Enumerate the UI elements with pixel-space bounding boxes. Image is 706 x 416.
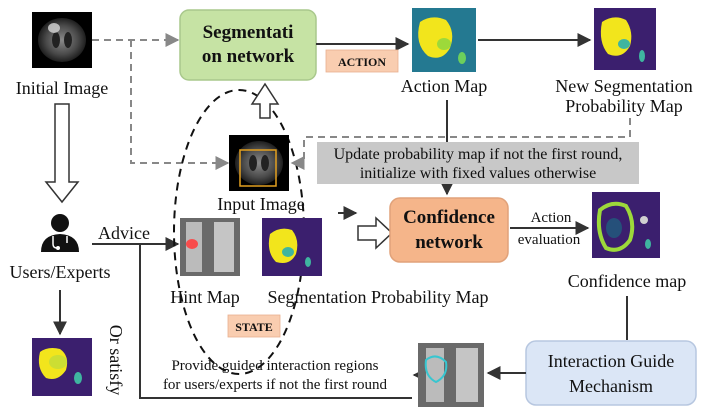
confidence-map bbox=[592, 192, 660, 258]
interaction-guide-line2: Mechanism bbox=[569, 376, 653, 396]
hint-map bbox=[180, 218, 240, 276]
interaction-guide-line1: Interaction Guide bbox=[548, 351, 674, 371]
new-seg-prob-line2: Probability Map bbox=[565, 96, 683, 116]
roi-box bbox=[239, 149, 277, 187]
segmentation-network-line1: Segmentati bbox=[203, 22, 294, 43]
action-tag-label: ACTION bbox=[338, 55, 386, 69]
hint-map-label: Hint Map bbox=[170, 287, 240, 307]
guided-note-line1: Provide guided interaction regions bbox=[171, 358, 378, 374]
confidence-network-line1: Confidence bbox=[403, 207, 495, 228]
confidence-network-node bbox=[389, 197, 509, 263]
update-feedback-arrow bbox=[290, 118, 631, 170]
guided-interaction-image bbox=[418, 343, 484, 407]
initial-to-input-arrow bbox=[130, 40, 230, 170]
users-experts-label: Users/Experts bbox=[10, 262, 111, 282]
guided-region-outline bbox=[424, 355, 448, 384]
hollow-right-arrow bbox=[357, 216, 394, 250]
confidence-map-icon bbox=[596, 201, 635, 252]
brain-mri-icon bbox=[235, 141, 283, 185]
confidence-network-line2: network bbox=[415, 232, 483, 253]
final-probability-map bbox=[32, 338, 92, 396]
guided-feedback-line bbox=[139, 244, 412, 399]
input-image-label: Input Image bbox=[217, 194, 304, 214]
probability-map-icon bbox=[600, 17, 632, 56]
state-tag bbox=[227, 314, 281, 338]
update-note-line1: Update probability map if not the first … bbox=[334, 146, 623, 163]
state-tag-label: STATE bbox=[235, 320, 273, 334]
advice-label: Advice bbox=[98, 223, 150, 243]
guided-note-line2: for users/experts if not the first round bbox=[163, 377, 388, 393]
hollow-up-arrow bbox=[250, 82, 280, 119]
new-seg-prob-line1: New Segmentation bbox=[555, 76, 692, 96]
update-note-line2: initialize with fixed values otherwise bbox=[360, 165, 596, 182]
confidence-map-label: Confidence map bbox=[568, 271, 686, 291]
doctor-icon bbox=[41, 214, 79, 252]
probability-map-icon bbox=[268, 228, 298, 263]
action-map-label: Action Map bbox=[401, 76, 487, 96]
hollow-down-arrow bbox=[44, 103, 80, 204]
action-tag bbox=[325, 49, 399, 73]
initial-image-label: Initial Image bbox=[16, 78, 108, 98]
action-evaluation-line1: Action bbox=[531, 210, 572, 226]
segmentation-network-node bbox=[179, 9, 317, 81]
action-map bbox=[412, 8, 476, 72]
new-seg-probability-map bbox=[594, 8, 656, 70]
input-image bbox=[229, 135, 289, 191]
segmentation-probability-map bbox=[262, 218, 322, 276]
brain-mri-icon bbox=[38, 18, 86, 62]
segmentation-network-line2: on network bbox=[202, 46, 295, 67]
action-evaluation-line2: evaluation bbox=[518, 232, 581, 248]
or-satisfy-label: Or satisfy bbox=[106, 325, 126, 396]
seg-prob-map-label: Segmentation Probability Map bbox=[268, 287, 489, 307]
update-note bbox=[317, 142, 639, 184]
initial-image bbox=[32, 12, 92, 68]
